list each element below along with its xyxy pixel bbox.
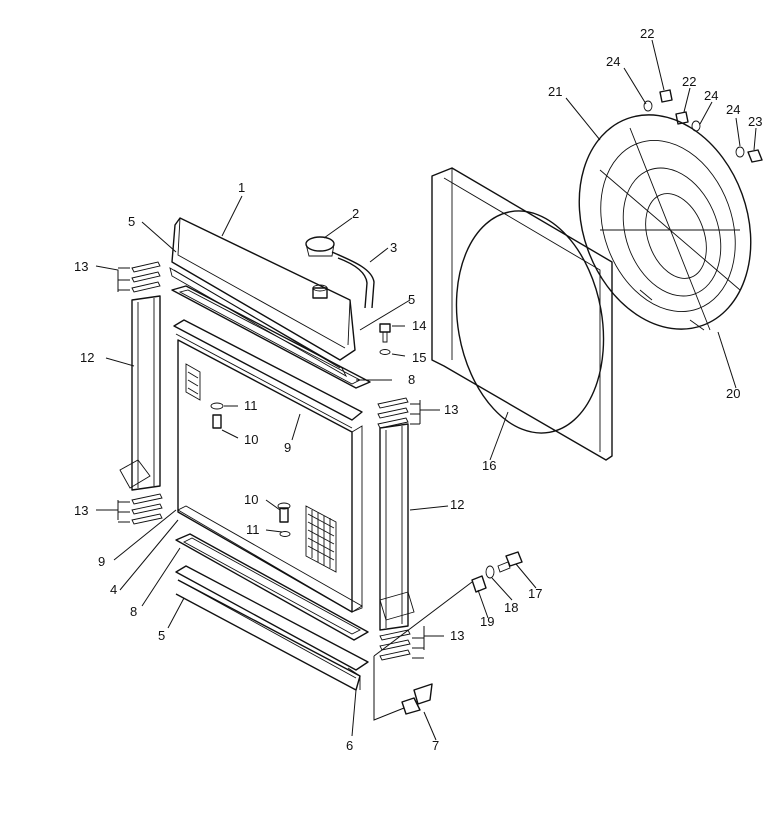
bolt-22-right bbox=[675, 111, 689, 125]
callout-16: 16 bbox=[482, 458, 496, 473]
callout-3: 3 bbox=[390, 240, 397, 255]
callout-23: 23 bbox=[748, 114, 762, 129]
side-support-left bbox=[119, 295, 161, 491]
shims-right-upper bbox=[377, 397, 409, 429]
callout-labels: 1 2 3 4 5 5 5 6 7 8 8 9 9 10 10 11 11 12… bbox=[74, 26, 762, 753]
callout-10a: 10 bbox=[244, 432, 258, 447]
callout-24a: 24 bbox=[606, 54, 620, 69]
callout-22a: 22 bbox=[640, 26, 654, 41]
leader-lines bbox=[95, 39, 757, 741]
drain-plug-lower bbox=[277, 502, 291, 537]
side-support-right bbox=[379, 423, 415, 631]
top-plate bbox=[173, 319, 363, 429]
washer-18 bbox=[485, 565, 495, 579]
callout-7: 7 bbox=[432, 738, 439, 753]
fan-guard bbox=[578, 114, 752, 331]
callout-13b: 13 bbox=[74, 503, 88, 518]
callout-13a: 13 bbox=[74, 259, 88, 274]
shims-right-lower bbox=[379, 629, 411, 661]
shims-left-upper bbox=[131, 261, 161, 293]
callout-15: 15 bbox=[412, 350, 426, 365]
callout-24b: 24 bbox=[704, 88, 718, 103]
callout-24c: 24 bbox=[726, 102, 740, 117]
callout-5b: 5 bbox=[408, 292, 415, 307]
bolt-14 bbox=[379, 323, 391, 355]
callout-13d: 13 bbox=[450, 628, 464, 643]
drain-cock bbox=[401, 683, 433, 715]
gasket-top bbox=[169, 267, 348, 378]
bolt-17 bbox=[497, 551, 523, 573]
callout-10b: 10 bbox=[244, 492, 258, 507]
callout-18: 18 bbox=[504, 600, 518, 615]
callout-2: 2 bbox=[352, 206, 359, 221]
callout-9a: 9 bbox=[284, 440, 291, 455]
clip-19 bbox=[471, 575, 487, 593]
callout-5a: 5 bbox=[128, 214, 135, 229]
callout-13c: 13 bbox=[444, 402, 458, 417]
callout-19: 19 bbox=[480, 614, 494, 629]
callout-4: 4 bbox=[110, 582, 117, 597]
callout-12b: 12 bbox=[450, 497, 464, 512]
callout-6: 6 bbox=[346, 738, 353, 753]
nut-23 bbox=[747, 149, 763, 163]
callout-22b: 22 bbox=[682, 74, 696, 89]
callout-20: 20 bbox=[726, 386, 740, 401]
callout-1: 1 bbox=[238, 180, 245, 195]
drain-plug-upper bbox=[210, 402, 224, 429]
overflow-hose bbox=[331, 251, 375, 309]
callout-8b: 8 bbox=[130, 604, 137, 619]
callout-9b: 9 bbox=[98, 554, 105, 569]
filler-cap bbox=[305, 236, 335, 299]
callout-5c: 5 bbox=[158, 628, 165, 643]
bolt-22-left bbox=[659, 89, 673, 103]
washers-24 bbox=[643, 100, 745, 158]
lower-tank-assembly bbox=[175, 505, 369, 691]
shims-left-lower bbox=[131, 493, 163, 525]
callout-17: 17 bbox=[528, 586, 542, 601]
callout-11b: 11 bbox=[246, 522, 260, 537]
fan-shroud bbox=[431, 167, 613, 461]
callout-8a: 8 bbox=[408, 372, 415, 387]
callout-14: 14 bbox=[412, 318, 426, 333]
callout-11a: 11 bbox=[244, 398, 258, 413]
radiator-core bbox=[177, 339, 363, 613]
callout-21: 21 bbox=[548, 84, 562, 99]
callout-12a: 12 bbox=[80, 350, 94, 365]
